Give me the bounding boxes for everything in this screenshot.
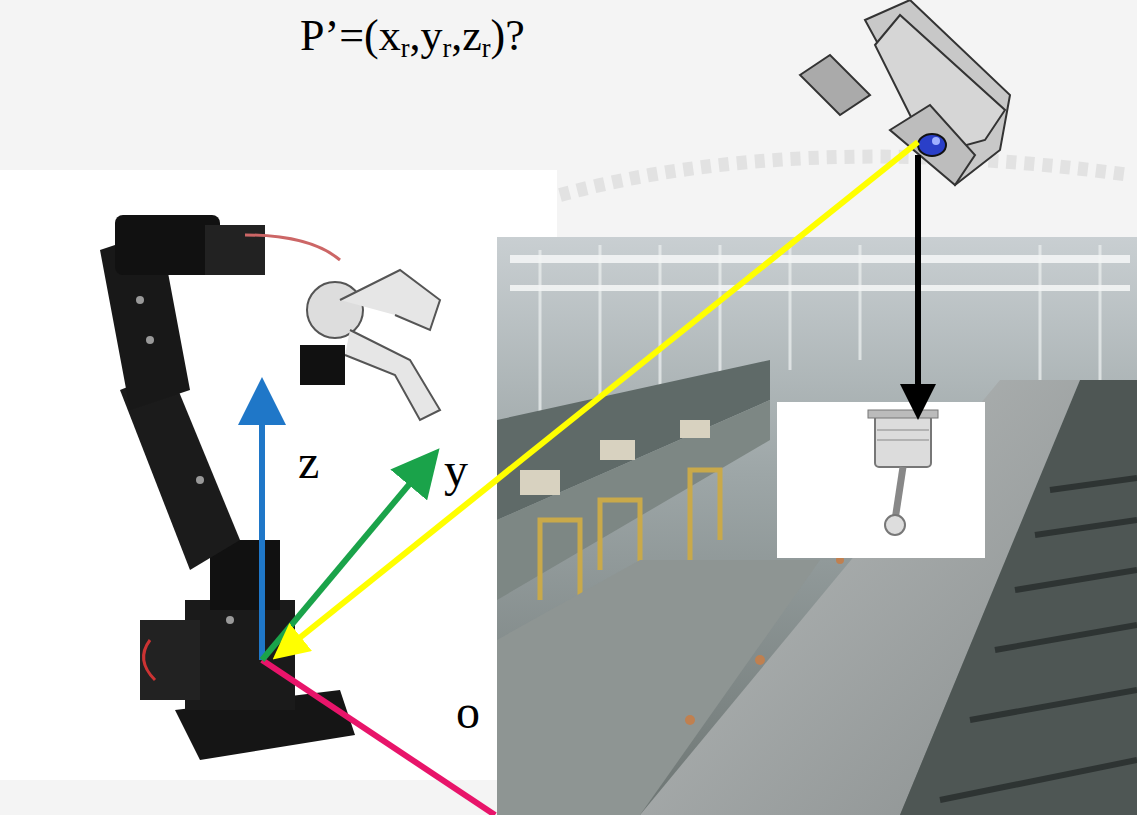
camera-sight-arrow: [282, 142, 918, 652]
camera-view-arrow: [915, 155, 921, 408]
z-axis-label: z: [298, 438, 319, 486]
robot-arm: [100, 215, 440, 760]
camera-icon: [800, 0, 1010, 185]
z-axis-arrow: [259, 395, 265, 660]
piston-icon: [868, 410, 938, 535]
point-question: P’=(xr,yr,zr)?: [300, 14, 525, 61]
y-axis-label: y: [444, 446, 468, 494]
x-axis-line: [262, 660, 495, 815]
y-axis-arrow: [262, 462, 428, 660]
origin-label: o: [456, 688, 480, 736]
